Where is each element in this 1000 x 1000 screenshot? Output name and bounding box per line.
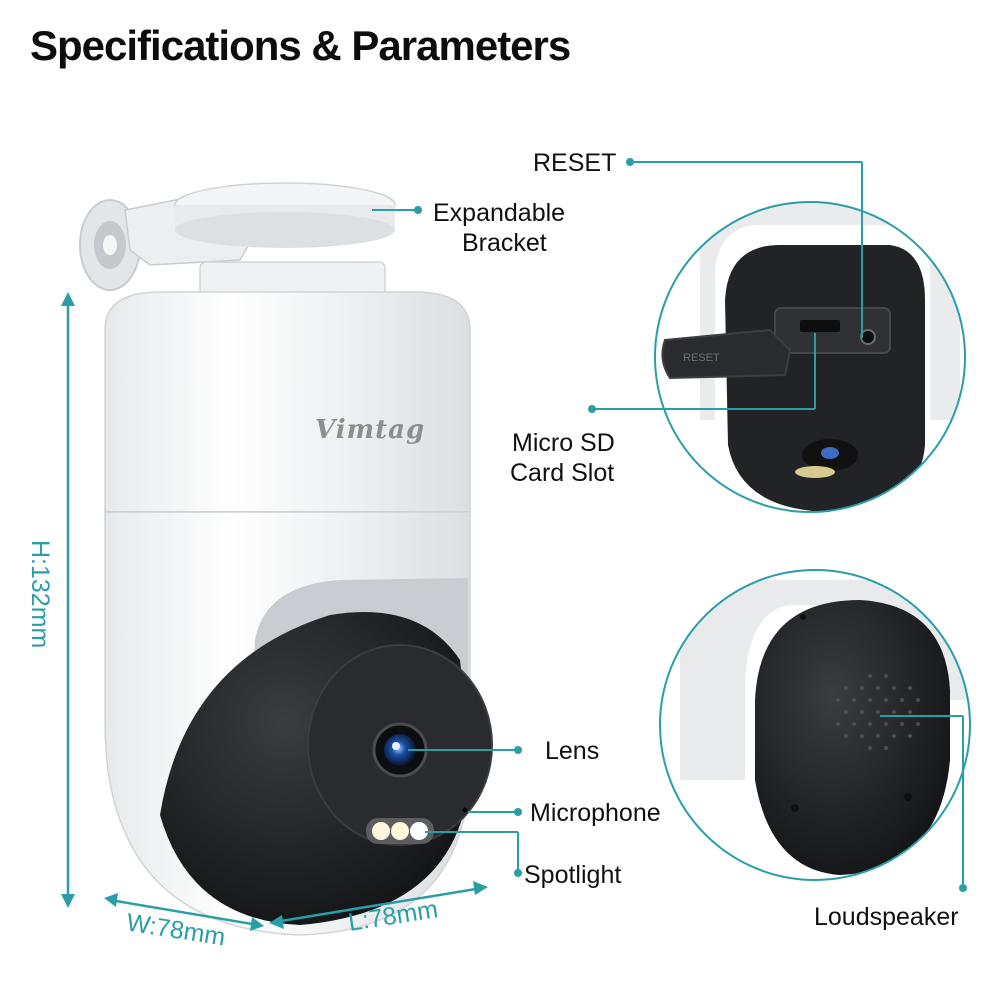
bracket bbox=[79, 182, 396, 297]
callout-lens: Lens bbox=[545, 737, 600, 765]
inset-bottom bbox=[659, 569, 971, 881]
callout-spotlight: Spotlight bbox=[524, 861, 622, 889]
callout-bracket-line2: Bracket bbox=[462, 229, 547, 257]
camera-body bbox=[104, 291, 493, 936]
page-title: Specifications & Parameters bbox=[30, 22, 571, 69]
callout-bracket-line1: Expandable bbox=[433, 199, 566, 227]
callout-microphone: Microphone bbox=[530, 799, 661, 827]
reset-tab-text: RESET bbox=[683, 352, 720, 364]
callout-loudspeaker: Loudspeaker bbox=[814, 903, 959, 931]
speaker-grille bbox=[836, 674, 920, 750]
callout-lines bbox=[372, 158, 967, 892]
brand-logo: Vimtag bbox=[315, 415, 426, 445]
callout-sd-line2: Card Slot bbox=[510, 459, 615, 487]
inset-top: RESET bbox=[654, 201, 966, 513]
callout-reset: RESET bbox=[533, 149, 617, 177]
dimension-lines bbox=[61, 292, 488, 931]
dimension-height: H:132mm bbox=[26, 540, 54, 649]
callout-sd-line1: Micro SD bbox=[512, 429, 615, 457]
